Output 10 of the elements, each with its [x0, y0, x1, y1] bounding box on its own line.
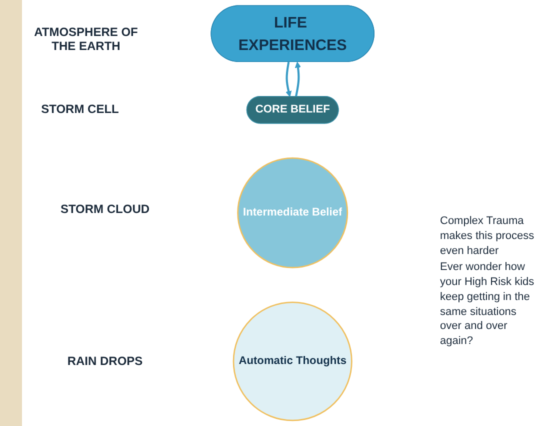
layer-label: STORM CLOUD — [59, 202, 151, 216]
node-circle: Intermediate Belief — [237, 157, 348, 268]
layer-label: STORM CELL — [40, 102, 120, 116]
arrow — [286, 62, 292, 97]
layer-label: RAIN DROPS — [66, 354, 144, 368]
arrow — [294, 62, 301, 97]
side-note: Complex Trauma makes this process even harder — [440, 214, 536, 259]
node-circle: Automatic Thoughts — [232, 302, 352, 422]
side-note: Ever wonder how your High Risk kids keep getting in the same situations over and over again? — [440, 260, 536, 350]
layer-label: ATMOSPHERE OF THE EARTH — [33, 25, 139, 53]
